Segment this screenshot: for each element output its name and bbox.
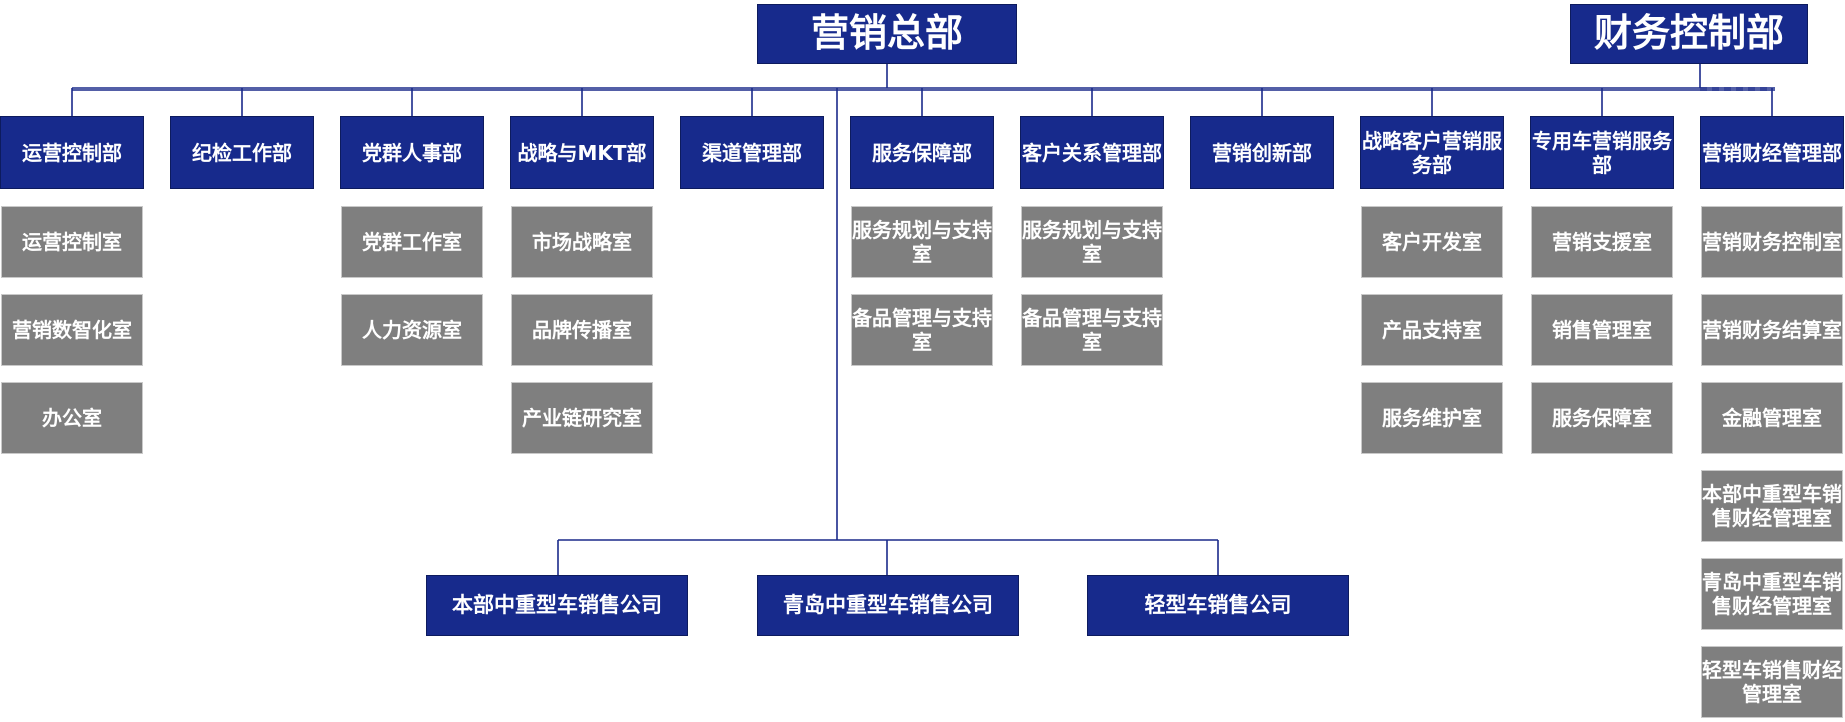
office-box: 营销财务结算室 bbox=[1701, 294, 1843, 366]
dept-special-vehicle: 专用车营销服务部 bbox=[1530, 116, 1674, 189]
office-box: 服务保障室 bbox=[1531, 382, 1673, 454]
office-box: 金融管理室 bbox=[1701, 382, 1843, 454]
office-box: 营销数智化室 bbox=[1, 294, 143, 366]
dept-strategy-mkt: 战略与MKT部 bbox=[510, 116, 654, 189]
dept-operations-control: 运营控制部 bbox=[0, 116, 144, 189]
dept-marketing-finance: 营销财经管理部 bbox=[1700, 116, 1844, 189]
company-benbu-heavy: 本部中重型车销售公司 bbox=[426, 575, 688, 636]
dept-party-hr: 党群人事部 bbox=[340, 116, 484, 189]
office-box: 青岛中重型车销售财经管理室 bbox=[1701, 558, 1843, 630]
office-box: 服务规划与支持室 bbox=[851, 206, 993, 278]
dept-service-support: 服务保障部 bbox=[850, 116, 994, 189]
dept-strategic-customer: 战略客户营销服务部 bbox=[1360, 116, 1504, 189]
office-box: 营销支援室 bbox=[1531, 206, 1673, 278]
office-box: 办公室 bbox=[1, 382, 143, 454]
office-box: 备品管理与支持室 bbox=[1021, 294, 1163, 366]
dept-marketing-innovation: 营销创新部 bbox=[1190, 116, 1334, 189]
office-box: 运营控制室 bbox=[1, 206, 143, 278]
office-box: 人力资源室 bbox=[341, 294, 483, 366]
office-box: 服务规划与支持室 bbox=[1021, 206, 1163, 278]
office-box: 品牌传播室 bbox=[511, 294, 653, 366]
office-box: 轻型车销售财经管理室 bbox=[1701, 646, 1843, 718]
office-box: 产品支持室 bbox=[1361, 294, 1503, 366]
dept-channel-management: 渠道管理部 bbox=[680, 116, 824, 189]
office-box: 本部中重型车销售财经管理室 bbox=[1701, 470, 1843, 542]
headquarters-box: 营销总部 bbox=[757, 4, 1017, 64]
company-qingdao-heavy: 青岛中重型车销售公司 bbox=[757, 575, 1019, 636]
office-box: 销售管理室 bbox=[1531, 294, 1673, 366]
office-box: 备品管理与支持室 bbox=[851, 294, 993, 366]
office-box: 客户开发室 bbox=[1361, 206, 1503, 278]
dept-customer-relations: 客户关系管理部 bbox=[1020, 116, 1164, 189]
office-box: 营销财务控制室 bbox=[1701, 206, 1843, 278]
office-box: 产业链研究室 bbox=[511, 382, 653, 454]
office-box: 党群工作室 bbox=[341, 206, 483, 278]
dept-discipline-inspection: 纪检工作部 bbox=[170, 116, 314, 189]
finance-control-box: 财务控制部 bbox=[1570, 4, 1808, 64]
company-light-vehicle: 轻型车销售公司 bbox=[1087, 575, 1349, 636]
office-box: 服务维护室 bbox=[1361, 382, 1503, 454]
office-box: 市场战略室 bbox=[511, 206, 653, 278]
